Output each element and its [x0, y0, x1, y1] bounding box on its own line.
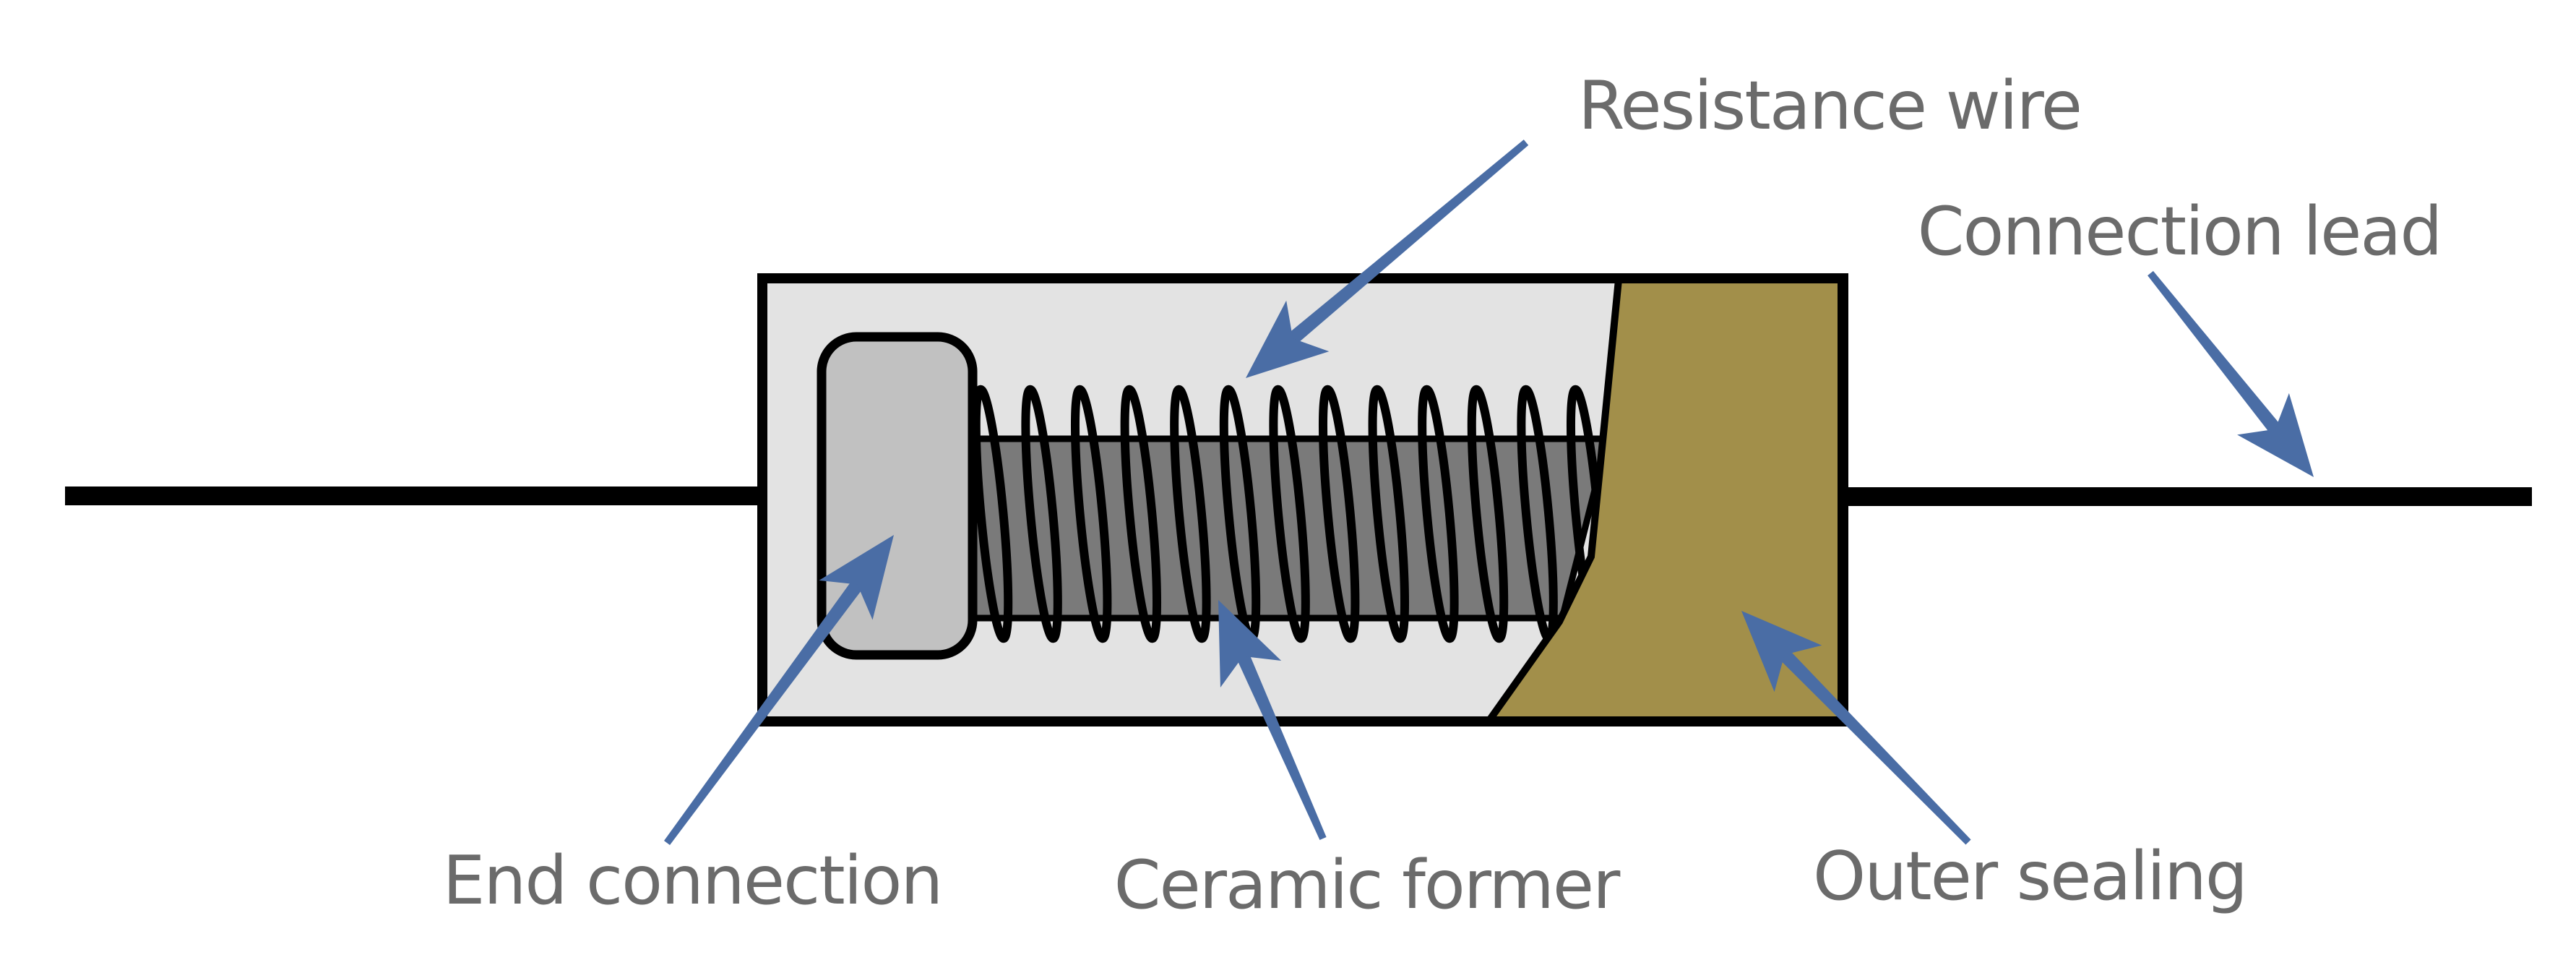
winding-loop: [971, 385, 1013, 643]
arrow-shaft: [2148, 270, 2284, 437]
arrow-shaft: [1284, 140, 1529, 347]
winding-loop: [1418, 385, 1459, 643]
lead-wire-right: [1839, 487, 2532, 506]
winding-loop: [1269, 385, 1310, 643]
arrowhead: [1741, 611, 1822, 693]
arrow-connection-lead: [2148, 270, 2314, 477]
label-connection-lead: Connection lead: [1918, 192, 2442, 270]
arrow-shaft: [1776, 646, 1971, 845]
arrow-outer-sealing: [1741, 611, 1971, 845]
label-outer-sealing: Outer sealing: [1813, 837, 2247, 915]
label-end-connection: End connection: [443, 841, 942, 920]
arrow-ceramic-former: [1218, 600, 1327, 841]
winding-loop: [1120, 385, 1162, 643]
winding-loop: [1318, 385, 1360, 643]
winding-loop: [1368, 385, 1410, 643]
winding-loop: [1070, 385, 1112, 643]
label-ceramic-former: Ceramic former: [1114, 846, 1621, 924]
annotation-arrows: [663, 140, 2314, 845]
arrowhead: [819, 535, 894, 620]
arrow-shaft: [663, 576, 866, 845]
lead-wire-left: [65, 486, 827, 505]
label-resistance-wire: Resistance wire: [1578, 67, 2081, 145]
winding-loop: [1170, 385, 1211, 643]
winding-loop: [1021, 385, 1062, 643]
arrow-resistance-wire: [1246, 140, 1529, 378]
arrow-shaft: [1234, 648, 1327, 841]
resistor-body-outline: [757, 273, 1848, 726]
arrow-end-connection: [663, 535, 894, 845]
arrowhead: [1218, 600, 1282, 688]
arrowhead: [2237, 393, 2314, 477]
winding-loop: [1467, 385, 1509, 643]
arrowhead: [1246, 300, 1330, 378]
